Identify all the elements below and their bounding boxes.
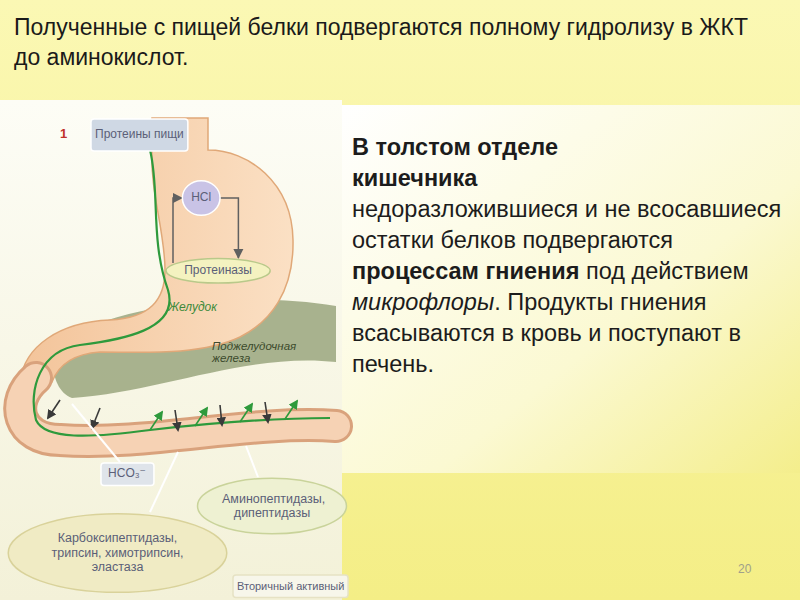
paragraph-text: недоразложившиеся и не всосавшиеся остат… [352, 196, 781, 253]
node-text: HCO₃⁻ [108, 467, 146, 481]
paragraph-text: процессам гниения [352, 258, 579, 284]
node-text: Протеиназы [184, 264, 252, 278]
paragraph-text: микрофлоры [352, 289, 494, 315]
node-text-group: Протеиназы [184, 264, 252, 278]
paragraph-text: под действием [586, 258, 749, 284]
node-text-group: Протеины пищи [95, 128, 184, 142]
node-text-group: HCl [191, 191, 211, 205]
node-text: Аминопептидазы, дипептидазы [222, 492, 322, 521]
label-box: Протеины пищи [90, 118, 189, 152]
node-text-group: Вторичный активный [237, 580, 344, 593]
node-text-group: Аминопептидазы, дипептидазы [222, 492, 322, 521]
paragraph-text: В толстом отделе кишечника [352, 132, 682, 194]
protein-path [34, 150, 330, 436]
node-text: HCl [191, 191, 211, 205]
node-text: Протеины пищи [95, 128, 184, 142]
text-panel [342, 105, 800, 473]
organ-label: Желудок [168, 300, 217, 314]
node-text-group: Карбоксипептидазы, трипсин, химотрипсин,… [43, 531, 193, 574]
enzyme-ellipse: Аминопептидазы, дипептидазы [196, 477, 348, 535]
node-text-group: HCO₃⁻ [108, 467, 146, 481]
intestine [20, 378, 336, 441]
label-box: Вторичный активный [232, 574, 349, 598]
organ-label: Поджелудочная железа [212, 340, 322, 364]
callout-number: 1 [60, 126, 67, 141]
slide-title: Полученные с пищей белки подвергаются по… [14, 12, 774, 72]
enzyme-ellipse: Карбоксипептидазы, трипсин, химотрипсин,… [6, 512, 229, 594]
text-block: В толстом отделе кишечниканедоразложивши… [352, 132, 782, 380]
node-text: Карбоксипептидазы, трипсин, химотрипсин,… [43, 531, 193, 574]
enzyme-ellipse: Протеиназы [165, 258, 271, 284]
intestine-outline [20, 378, 336, 441]
node-text: Вторичный активный [237, 580, 344, 593]
page-number: 20 [738, 562, 751, 576]
absorption-arrows [150, 401, 297, 430]
feedback-arrow [220, 198, 238, 258]
enzyme-ellipse: HCl [182, 180, 220, 216]
feedback-arrow [173, 198, 182, 263]
label-box: HCO₃⁻ [100, 462, 154, 486]
